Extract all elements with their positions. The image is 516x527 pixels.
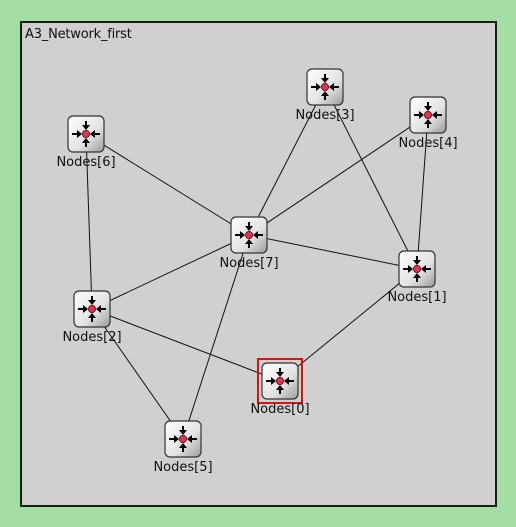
network-title: A3_Network_first	[25, 27, 132, 42]
link-3-1	[324, 86, 418, 270]
links-layer	[85, 86, 429, 440]
link-7-1	[248, 234, 418, 270]
link-7-3	[248, 86, 326, 236]
link-2-0	[91, 308, 281, 382]
link-1-0	[279, 268, 418, 382]
node-5[interactable]: Nodes[5]	[138, 420, 228, 480]
node-4[interactable]: Nodes[4]	[383, 96, 473, 156]
node-label: Nodes[1]	[387, 290, 447, 305]
move-arrows-icon[interactable]	[67, 115, 105, 153]
node-label: Nodes[2]	[62, 330, 122, 345]
node-label: Nodes[5]	[153, 460, 213, 475]
node-label: Nodes[6]	[56, 155, 116, 170]
link-6-2	[85, 133, 93, 310]
network-canvas[interactable]: A3_Network_first Nodes[0]	[20, 21, 497, 507]
node-2[interactable]: Nodes[2]	[47, 290, 137, 350]
node-7[interactable]: Nodes[7]	[204, 216, 294, 276]
node-label: Nodes[0]	[250, 402, 310, 417]
link-6-7	[85, 133, 250, 236]
node-3[interactable]: Nodes[3]	[280, 68, 370, 128]
node-0[interactable]: Nodes[0]	[235, 358, 325, 422]
node-label: Nodes[7]	[219, 256, 279, 271]
node-1[interactable]: Nodes[1]	[372, 250, 462, 310]
link-7-4	[248, 114, 429, 236]
move-arrows-icon[interactable]	[409, 96, 447, 134]
node-label: Nodes[4]	[398, 136, 458, 151]
link-2-5	[91, 308, 184, 440]
link-7-2	[91, 234, 250, 310]
move-arrows-icon[interactable]	[73, 290, 111, 328]
link-7-5	[182, 234, 250, 440]
move-arrows-icon[interactable]	[257, 358, 303, 404]
move-arrows-icon[interactable]	[306, 68, 344, 106]
node-label: Nodes[3]	[295, 108, 355, 123]
move-arrows-icon[interactable]	[398, 250, 436, 288]
node-6[interactable]: Nodes[6]	[41, 115, 131, 175]
move-arrows-icon[interactable]	[230, 216, 268, 254]
move-arrows-icon[interactable]	[164, 420, 202, 458]
link-4-1	[416, 114, 429, 270]
